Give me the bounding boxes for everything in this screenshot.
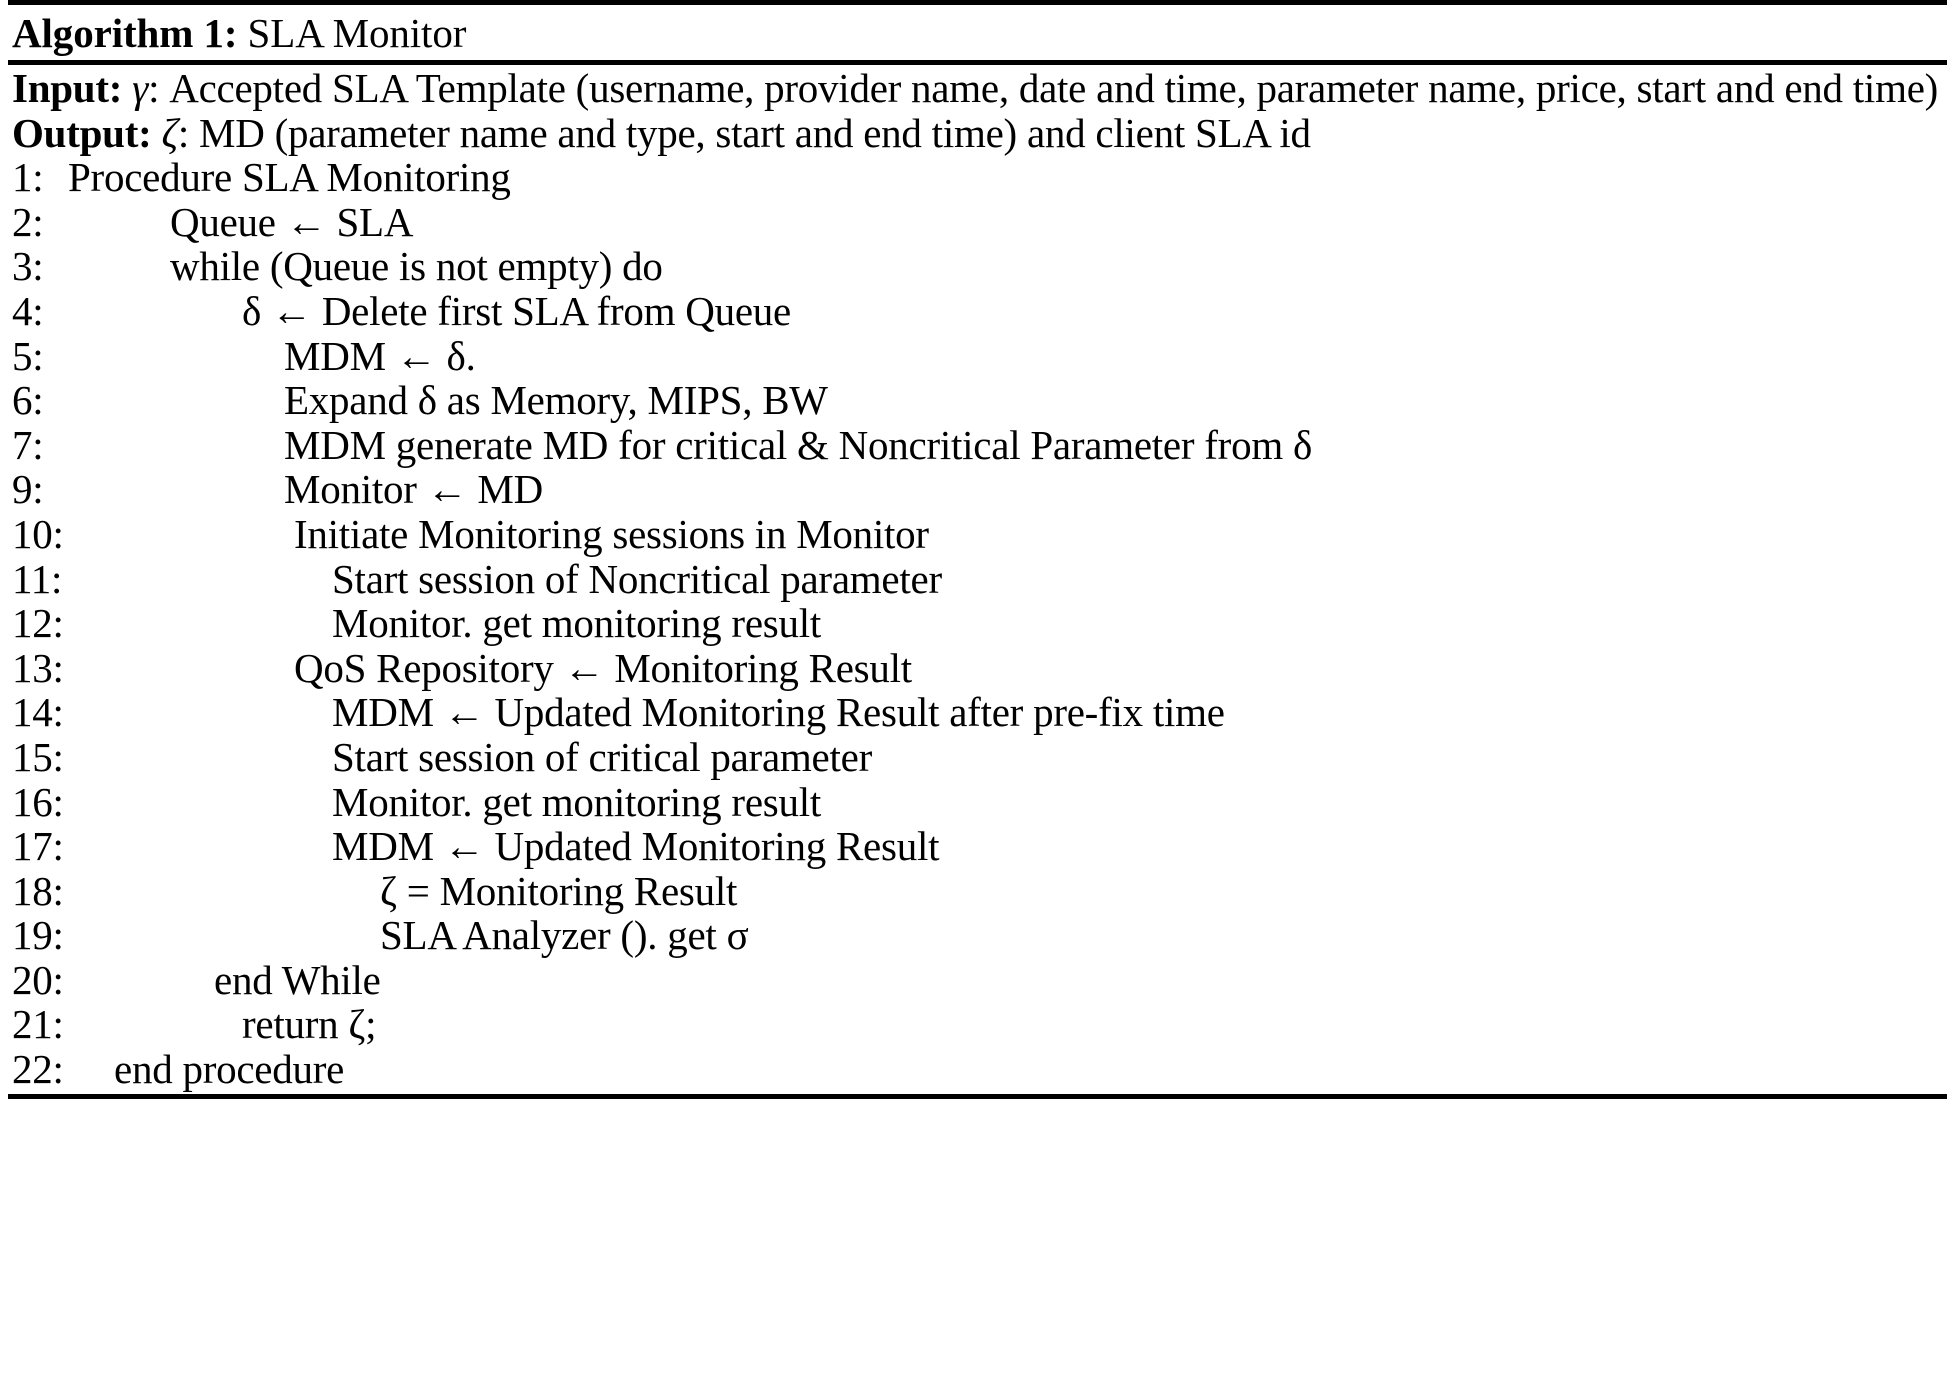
step-number: 6: [12, 377, 44, 424]
step-number: 5: [12, 332, 44, 379]
algorithm-top-rule [8, 0, 1947, 5]
step-number: 16: [12, 778, 64, 825]
algorithm-caption-title: SLA Monitor [237, 10, 467, 56]
step-text: SLA Analyzer (). get σ [380, 912, 749, 959]
step-text: MDM ← δ. [284, 332, 476, 379]
step-text: end procedure [114, 1046, 345, 1093]
step-number: 13: [12, 644, 64, 691]
algorithm-step: 4: δ ← Delete first SLA from Queue [12, 289, 1947, 334]
step-text: Procedure SLA Monitoring [68, 154, 511, 201]
input-symbol: γ [132, 65, 149, 111]
algorithm-step: 16: Monitor. get monitoring result [12, 778, 1947, 825]
algorithm-step: 3: while (Queue is not empty) do [12, 244, 1947, 289]
algorithm-step: 15: Start session of critical parameter [12, 735, 1947, 780]
algorithm-step: 12: Monitor. get monitoring result [12, 601, 1947, 646]
step-text: MDM ← Updated Monitoring Result [332, 823, 940, 870]
input-label: Input: [12, 65, 123, 111]
step-text: QoS Repository ← Monitoring Result [294, 644, 912, 691]
algorithm-input-line: Input: γ: Accepted SLA Template (usernam… [12, 66, 1947, 111]
algorithm-step: 13: QoS Repository ← Monitoring Result [12, 646, 1947, 691]
algorithm-step: 20: end While [12, 958, 1947, 1003]
step-number: 18: [12, 867, 64, 914]
algorithm-step: 14: MDM ← Updated Monitoring Result after… [12, 690, 1947, 735]
step-number: 20: [12, 956, 64, 1003]
step-number: 21: [12, 1001, 64, 1048]
algorithm-step: 7: MDM generate MD for critical & Noncrit… [12, 423, 1947, 468]
step-number: 17: [12, 823, 64, 870]
algorithm-step: 10: Initiate Monitoring sessions in Monit… [12, 512, 1947, 557]
input-text: : Accepted SLA Template (username, provi… [148, 65, 1939, 111]
step-text: MDM generate MD for critical & Noncritic… [284, 421, 1313, 468]
algorithm-step: 5: MDM ← δ. [12, 332, 1947, 379]
output-symbol: ζ [161, 109, 179, 156]
step-text: return ζ; [242, 1001, 377, 1048]
algorithm-step: 6: Expand δ as Memory, MIPS, BW [12, 378, 1947, 423]
step-text: Monitor ← MD [284, 466, 543, 513]
step-text: Start session of Noncritical parameter [332, 555, 942, 602]
step-text: Initiate Monitoring sessions in Monitor [294, 510, 929, 557]
algorithm-step: 19: SLA Analyzer (). get σ [12, 913, 1947, 958]
step-text: Monitor. get monitoring result [332, 778, 822, 825]
step-number: 12: [12, 600, 64, 647]
algorithm-caption: Algorithm 1: SLA Monitor [8, 5, 1947, 60]
algorithm-header-rule [8, 60, 1947, 65]
output-label: Output: [12, 109, 152, 156]
step-number: 22: [12, 1046, 64, 1093]
step-text: Queue ← SLA [170, 198, 414, 245]
step-number: 19: [12, 912, 64, 959]
algorithm-step: 21: return ζ; [12, 1002, 1947, 1047]
step-number: 10: [12, 510, 64, 557]
algorithm-step: 1: Procedure SLA Monitoring [12, 155, 1947, 200]
step-number: 2: [12, 198, 44, 245]
step-text: Monitor. get monitoring result [332, 600, 822, 647]
algorithm-body: Input: γ: Accepted SLA Template (usernam… [8, 65, 1947, 1094]
step-number: 11: [12, 555, 63, 602]
step-number: 14: [12, 689, 64, 736]
step-text: Expand δ as Memory, MIPS, BW [284, 377, 828, 424]
step-text: δ ← Delete first SLA from Queue [242, 287, 791, 334]
algorithm-step: 22: end procedure [12, 1047, 1947, 1092]
algorithm-caption-label: Algorithm 1: [12, 10, 238, 56]
algorithm-step: 11: Start session of Noncritical paramete… [12, 555, 1947, 602]
step-number: 7: [12, 421, 44, 468]
algorithm-step: 2: Queue ← SLA [12, 200, 1947, 245]
step-text: ζ = Monitoring Result [380, 867, 738, 914]
algorithm-step: 9: Monitor ← MD [12, 467, 1947, 512]
algorithm-step: 17: MDM ← Updated Monitoring Result [12, 824, 1947, 869]
algorithm-step: 18: ζ = Monitoring Result [12, 869, 1947, 914]
step-text: while (Queue is not empty) do [170, 243, 663, 290]
step-number: 9: [12, 466, 44, 513]
algorithm-bottom-rule [8, 1093, 1947, 1099]
step-text: MDM ← Updated Monitoring Result after pr… [332, 689, 1225, 736]
step-number: 1: [12, 154, 44, 201]
step-number: 15: [12, 733, 64, 780]
step-text: end While [214, 956, 381, 1003]
algorithm-output-line: Output: ζ: MD (parameter name and type, … [12, 109, 1947, 156]
step-number: 3: [12, 243, 44, 290]
output-text: : MD (parameter name and type, start and… [177, 109, 1311, 156]
algorithm-block: Algorithm 1: SLA Monitor Input: γ: Accep… [8, 0, 1947, 1099]
step-text: Start session of critical parameter [332, 733, 872, 780]
step-number: 4: [12, 287, 44, 334]
